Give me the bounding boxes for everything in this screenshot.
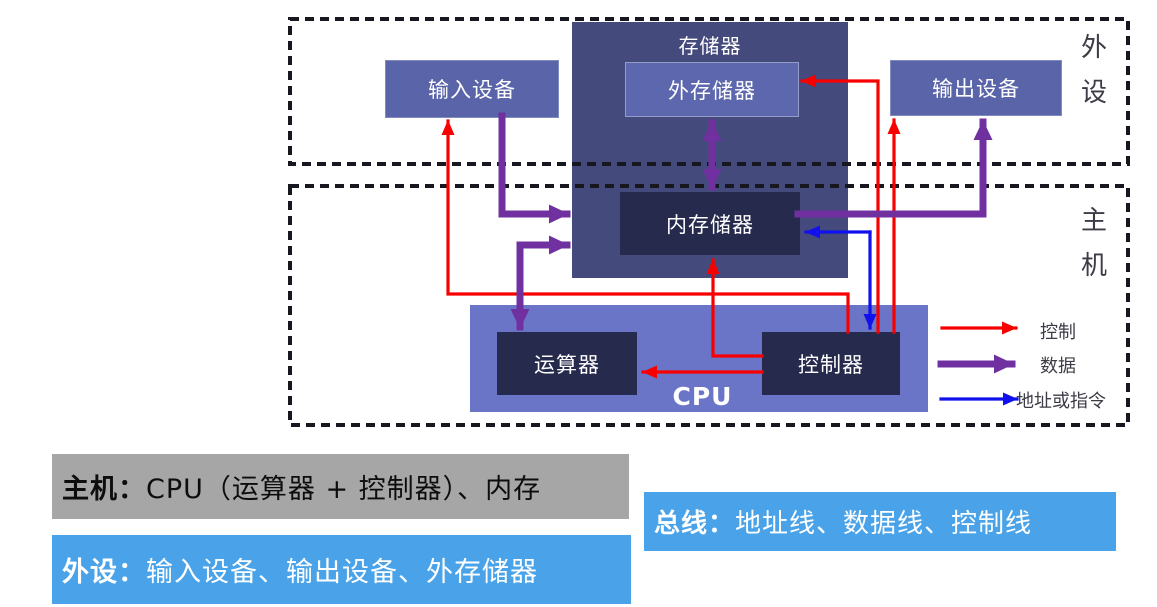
internal-memory-label: 内存储器 — [666, 212, 754, 237]
output-device-box: 输出设备 — [890, 60, 1062, 116]
control-unit-box: 控制器 — [762, 332, 900, 395]
peripheral-note-label: 外设： — [62, 557, 146, 588]
control-unit-label: 控制器 — [798, 352, 864, 377]
peripheral-region-label: 外设 — [1080, 33, 1107, 108]
external-storage-label: 外存储器 — [668, 78, 756, 103]
legend-label-address: 地址或指令 — [1016, 391, 1106, 412]
output-device-label: 输出设备 — [932, 77, 1020, 101]
peripheral-note-text: 输入设备、输出设备、外存储器 — [146, 557, 538, 588]
host-note-bar: 主机：CPU（运算器 + 控制器）、内存 — [52, 454, 629, 519]
host-note-text: CPU（运算器 + 控制器）、内存 — [146, 474, 542, 505]
storage-label: 存储器 — [678, 34, 742, 58]
internal-memory-box: 内存储器 — [620, 192, 800, 255]
input-device-label: 输入设备 — [428, 78, 516, 102]
bus-note-bar: 总线：地址线、数据线、控制线 — [644, 492, 1116, 551]
legend-label-control: 控制 — [1040, 322, 1076, 343]
legend-label-data: 数据 — [1040, 356, 1076, 377]
host-note-label: 主机： — [62, 474, 146, 505]
alu-label: 运算器 — [534, 352, 600, 377]
bus-note-text: 地址线、数据线、控制线 — [735, 509, 1033, 539]
cpu-label: CPU — [672, 382, 733, 411]
input-device-box: 输入设备 — [385, 60, 559, 118]
alu-box: 运算器 — [497, 332, 637, 395]
host-region-label: 主机 — [1080, 206, 1107, 281]
external-storage-box: 外存储器 — [625, 62, 799, 117]
peripheral-note-bar: 外设：输入设备、输出设备、外存储器 — [52, 535, 631, 604]
bus-note-label: 总线： — [654, 509, 736, 539]
